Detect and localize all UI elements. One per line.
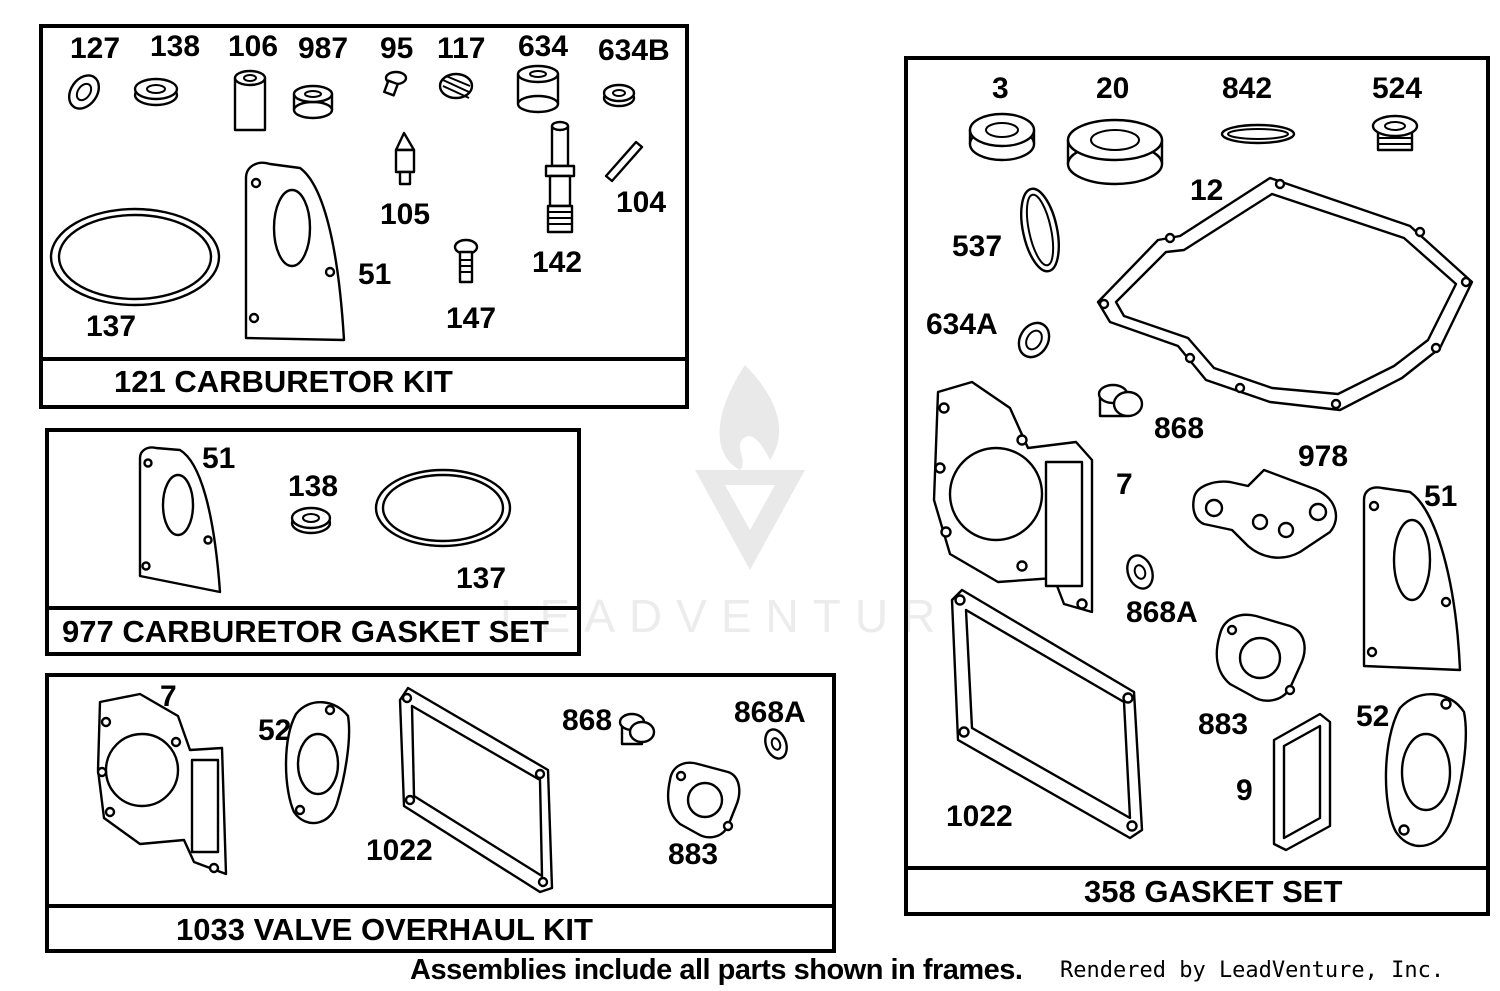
part-label-987[interactable]: 987 (298, 32, 348, 65)
part-label-52[interactable]: 52 (258, 714, 291, 747)
frame-gasket-set: 358 GASKET SET 3 20 842 524 12 537 634A … (904, 56, 1490, 916)
part-12-crankcase-gasket-icon[interactable] (1096, 176, 1474, 412)
valve-kit-title: 1033 VALVE OVERHAUL KIT (176, 912, 593, 947)
part-label-524[interactable]: 524 (1372, 72, 1422, 105)
part-label-868A[interactable]: 868A (734, 696, 806, 729)
part-537-o-ring-icon[interactable] (1015, 185, 1066, 274)
part-147-screw-icon[interactable] (453, 238, 479, 284)
part-127-washer-icon[interactable] (63, 70, 105, 114)
part-label-142[interactable]: 142 (532, 246, 582, 279)
part-51-gasket-plate-icon[interactable] (244, 161, 346, 342)
part-7-head-gasket-icon[interactable] (932, 380, 1094, 614)
part-label-52[interactable]: 52 (1356, 700, 1389, 733)
part-label-51[interactable]: 51 (202, 442, 235, 475)
part-52-intake-gasket-icon[interactable] (1384, 693, 1467, 848)
part-label-117[interactable]: 117 (437, 32, 485, 65)
part-label-127[interactable]: 127 (70, 32, 120, 65)
part-883-exhaust-gasket-icon[interactable] (666, 761, 741, 839)
part-978-bracket-icon[interactable] (1192, 468, 1338, 559)
part-868-valve-seal-icon[interactable] (618, 712, 656, 746)
part-142-nozzle-icon[interactable] (544, 120, 576, 234)
part-label-978[interactable]: 978 (1298, 440, 1348, 473)
part-label-138[interactable]: 138 (288, 470, 338, 503)
part-label-147[interactable]: 147 (446, 302, 496, 335)
part-label-868A[interactable]: 868A (1126, 596, 1198, 629)
part-842-o-ring-icon[interactable] (1220, 123, 1296, 145)
part-52-intake-gasket-icon[interactable] (284, 700, 351, 825)
part-label-7[interactable]: 7 (1116, 468, 1133, 501)
part-106-bushing-icon[interactable] (233, 69, 267, 132)
part-95-screw-icon[interactable] (383, 70, 408, 97)
part-label-3[interactable]: 3 (992, 72, 1009, 105)
part-label-12[interactable]: 12 (1190, 174, 1223, 207)
part-label-137[interactable]: 137 (456, 562, 506, 595)
frame-carburetor-gasket-set: 977 CARBURETOR GASKET SET 51 138 137 (45, 428, 581, 656)
part-label-95[interactable]: 95 (380, 32, 413, 65)
carb-kit-border (39, 24, 689, 409)
frame-carburetor-kit: 121 CARBURETOR KIT 127 138 106 987 95 11… (39, 24, 689, 409)
watermark-flame-icon (719, 365, 780, 470)
frame-valve-overhaul-kit: 1033 VALVE OVERHAUL KIT 7 52 868 868A 10… (45, 673, 836, 953)
part-117-spring-icon[interactable] (438, 72, 474, 100)
part-label-138[interactable]: 138 (150, 30, 200, 63)
part-20-oil-seal-icon[interactable] (1066, 118, 1164, 186)
footer-credit: Rendered by LeadVenture, Inc. (1060, 958, 1445, 983)
part-137-gasket-ring-icon[interactable] (49, 207, 221, 307)
part-634B-washer-icon[interactable] (602, 83, 636, 108)
part-524-plug-icon[interactable] (1371, 114, 1419, 152)
part-label-634A[interactable]: 634A (926, 308, 998, 341)
part-label-7[interactable]: 7 (160, 680, 177, 713)
part-987-spacer-icon[interactable] (292, 84, 334, 120)
part-label-51[interactable]: 51 (1424, 480, 1457, 513)
part-label-868[interactable]: 868 (562, 704, 612, 737)
part-7-head-gasket-icon[interactable] (96, 692, 228, 876)
part-label-842[interactable]: 842 (1222, 72, 1272, 105)
part-137-gasket-ring-icon[interactable] (374, 468, 512, 548)
part-label-104[interactable]: 104 (616, 186, 666, 219)
watermark-v-logo-icon (695, 470, 805, 570)
carb-gasket-title: 977 CARBURETOR GASKET SET (62, 614, 549, 649)
part-label-634B[interactable]: 634B (598, 34, 670, 67)
part-label-883[interactable]: 883 (668, 838, 718, 871)
part-label-20[interactable]: 20 (1096, 72, 1129, 105)
gasket-set-border (904, 56, 1490, 916)
part-9-breather-gasket-icon[interactable] (1272, 712, 1332, 852)
part-label-883[interactable]: 883 (1198, 708, 1248, 741)
carb-kit-title: 121 CARBURETOR KIT (114, 364, 453, 399)
part-138-seal-icon[interactable] (133, 77, 179, 107)
part-label-137[interactable]: 137 (86, 310, 136, 343)
part-3-oil-seal-icon[interactable] (968, 112, 1036, 162)
part-105-needle-icon[interactable] (394, 131, 416, 186)
gasket-set-title: 358 GASKET SET (1084, 874, 1342, 909)
part-634A-seal-icon[interactable] (1013, 317, 1055, 362)
part-label-634[interactable]: 634 (518, 30, 568, 63)
part-label-868[interactable]: 868 (1154, 412, 1204, 445)
part-634-bushing-icon[interactable] (516, 64, 560, 114)
part-104-pin-icon[interactable] (604, 140, 644, 183)
watermark-text: LEADVENTURE (500, 590, 994, 642)
part-51-gasket-plate-icon[interactable] (1362, 486, 1462, 672)
part-label-51[interactable]: 51 (358, 258, 391, 291)
part-label-537[interactable]: 537 (952, 230, 1002, 263)
part-label-1022[interactable]: 1022 (946, 800, 1013, 833)
part-868-valve-seal-icon[interactable] (1097, 383, 1144, 418)
part-label-105[interactable]: 105 (380, 198, 430, 231)
carb-gasket-border (45, 428, 581, 656)
part-1022-cover-gasket-icon[interactable] (950, 588, 1144, 840)
part-51-gasket-plate-icon[interactable] (138, 446, 222, 594)
part-138-seal-icon[interactable] (290, 506, 332, 535)
part-label-9[interactable]: 9 (1236, 774, 1253, 807)
part-868A-washer-icon[interactable] (1123, 552, 1157, 592)
part-1022-cover-gasket-icon[interactable] (398, 686, 554, 894)
part-label-1022[interactable]: 1022 (366, 834, 433, 867)
part-883-exhaust-gasket-icon[interactable] (1215, 613, 1306, 702)
part-label-106[interactable]: 106 (228, 30, 278, 63)
part-868A-washer-icon[interactable] (761, 726, 790, 761)
footer-note: Assemblies include all parts shown in fr… (410, 954, 1023, 986)
valve-kit-border (45, 673, 836, 953)
